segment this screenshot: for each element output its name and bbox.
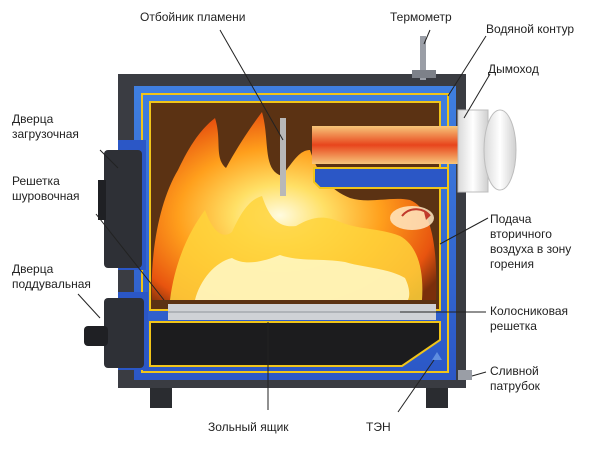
- leader-ash-door: [77, 293, 101, 319]
- flame-deflector: [280, 118, 286, 196]
- label-chimney: Дымоход: [488, 62, 539, 76]
- leader-loading-door: [99, 149, 119, 169]
- label-thermometer: Термометр: [390, 10, 452, 24]
- grate-bars: [168, 304, 436, 320]
- label-loading-door: Дверца загрузочная: [12, 112, 79, 141]
- label-secondary-air: Подача вторичного воздуха в зону горения: [490, 212, 572, 271]
- chimney-collar: [457, 109, 489, 193]
- door-ash[interactable]: [84, 292, 148, 370]
- label-poker-grate: Решетка шуровочная: [12, 174, 80, 203]
- thermometer-head: [412, 70, 436, 78]
- door-loading-panel: [104, 150, 142, 268]
- door-loading-handle: [98, 180, 106, 220]
- leader-lines: [77, 29, 491, 413]
- leader-poker-grate: [95, 213, 165, 301]
- secondary-air-arrowhead-icon: [424, 212, 430, 220]
- boiler-leg-right: [426, 384, 448, 408]
- chimney-end: [483, 109, 517, 191]
- boiler-legs: [150, 384, 448, 408]
- thermometer: [412, 36, 436, 80]
- label-water-jacket: Водяной контур: [486, 22, 575, 36]
- chimney: [457, 109, 517, 193]
- flame-hot: [195, 255, 410, 300]
- leader-secondary-air: [439, 217, 489, 245]
- ash-box: [149, 321, 441, 367]
- boiler-leg-left: [150, 384, 172, 408]
- secondary-air-arrow-icon: [401, 208, 431, 217]
- heating-element-icon: [432, 352, 442, 360]
- flue-baffle: [313, 167, 449, 189]
- label-ash-door: Дверца поддувальная: [12, 262, 91, 291]
- label-drain-pipe: Сливной патрубок: [490, 364, 540, 393]
- label-ash-box: Зольный ящик: [208, 420, 289, 434]
- thermometer-stem: [420, 36, 426, 80]
- leader-chimney: [463, 73, 491, 119]
- door-ash-handle: [84, 326, 108, 346]
- drain-pipe: [458, 370, 472, 380]
- flue-pipe: [312, 126, 462, 164]
- label-heating-element: ТЭН: [366, 420, 391, 434]
- leader-water-jacket: [447, 35, 487, 97]
- secondary-air-glow: [390, 206, 434, 230]
- leader-drain-pipe: [471, 371, 487, 377]
- fire: [151, 112, 437, 300]
- leader-thermometer: [423, 29, 431, 45]
- label-flame-deflector: Отбойник пламени: [140, 10, 246, 24]
- leader-heating-element: [397, 359, 435, 413]
- door-ash-panel: [104, 298, 144, 368]
- label-grate-bars: Колосниковая решетка: [490, 304, 569, 333]
- door-loading[interactable]: [98, 140, 146, 270]
- leader-flame-deflector: [219, 29, 284, 141]
